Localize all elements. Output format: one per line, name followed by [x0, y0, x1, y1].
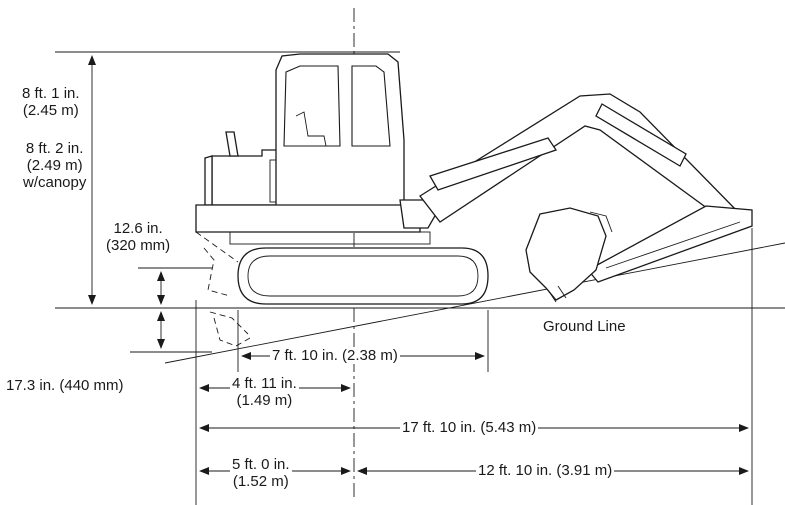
- operator-seat: [295, 111, 327, 147]
- height-cab-metric: (2.45 m): [22, 102, 79, 119]
- front-to-center-metric: (1.49 m): [236, 392, 293, 409]
- excavator-drawing: [55, 8, 785, 500]
- track: [237, 247, 489, 305]
- swing-bearing: [229, 231, 431, 245]
- height-canopy-label: 8 ft. 2 in. (2.49 m) w/canopy: [21, 140, 89, 191]
- rear-to-center-label: 5 ft. 0 in. (1.52 m): [230, 456, 292, 490]
- height-canopy-note: w/canopy: [23, 174, 87, 191]
- height-cab-label: 8 ft. 1 in. (2.45 m): [20, 85, 82, 119]
- front-to-center-label: 4 ft. 11 in. (1.49 m): [230, 375, 299, 409]
- boom: [419, 93, 742, 223]
- track-inner: [247, 255, 479, 297]
- front-to-center-imperial: 4 ft. 11 in.: [232, 375, 297, 392]
- ground-line-label: Ground Line: [541, 318, 628, 335]
- rear-to-center-imperial: 5 ft. 0 in.: [232, 456, 290, 473]
- blade-raised: [195, 231, 239, 297]
- center-to-front-label: 12 ft. 10 in. (3.91 m): [476, 462, 615, 479]
- boom-cylinder: [429, 137, 558, 191]
- blade-lift-imperial: 12.6 in.: [113, 220, 163, 237]
- height-cab-imperial: 8 ft. 1 in.: [22, 85, 80, 102]
- arm-detail: [605, 221, 741, 269]
- blade-lift-metric: (320 mm): [106, 237, 171, 254]
- arm: [586, 205, 753, 283]
- bucket-link: [589, 211, 613, 233]
- exhaust-stack: [225, 131, 239, 157]
- bucket: [525, 207, 607, 301]
- height-canopy-imperial: 8 ft. 2 in.: [25, 140, 84, 157]
- cab-window-front: [351, 65, 391, 147]
- track-length-label: 7 ft. 10 in. (2.38 m): [270, 347, 400, 364]
- height-canopy-metric: (2.49 m): [26, 157, 83, 174]
- bucket-teeth: [547, 285, 567, 303]
- cab-window-rear: [283, 65, 341, 147]
- blade-lift-label: 12.6 in. (320 mm): [104, 220, 173, 254]
- engine-cover: [204, 155, 213, 206]
- upper-frame: [195, 204, 421, 233]
- rear-to-center-metric: (1.52 m): [232, 473, 289, 490]
- blade-lowered: [209, 311, 251, 347]
- overall-length-label: 17 ft. 10 in. (5.43 m): [400, 419, 539, 436]
- arm-cylinder: [595, 103, 687, 167]
- slope-line: [164, 242, 785, 364]
- blade-drop-label: 17.3 in. (440 mm): [4, 377, 126, 394]
